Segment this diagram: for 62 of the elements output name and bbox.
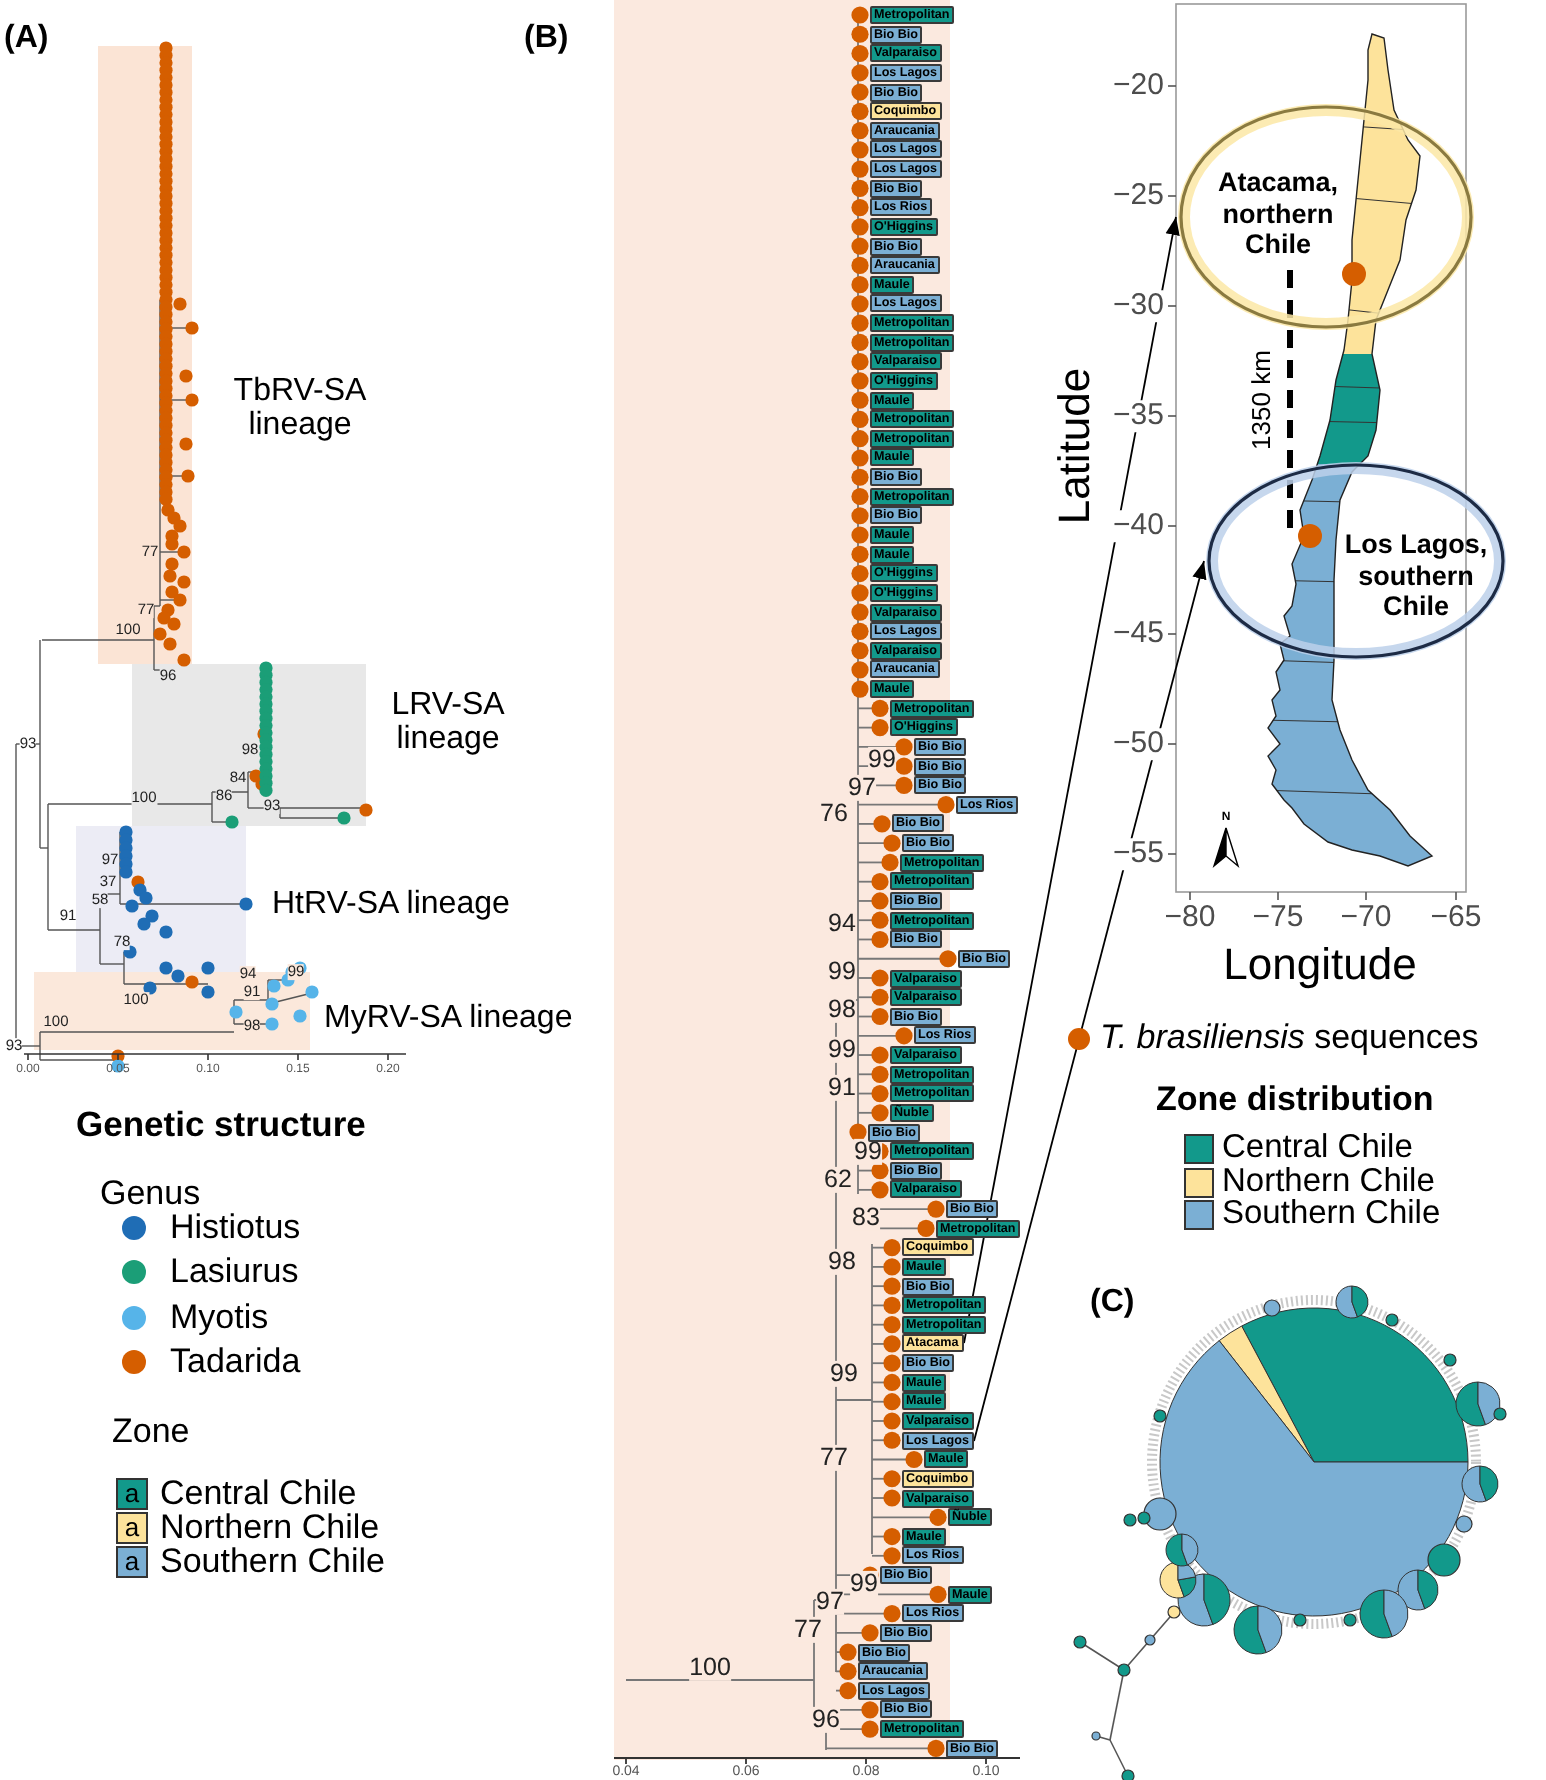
tick-label: −80 [1164, 902, 1216, 934]
tick-label: −30 [1113, 290, 1164, 322]
bootstrap-value: 77 [820, 1444, 848, 1472]
arrow [963, 216, 1180, 1344]
region-ellipse [1204, 460, 1508, 662]
bootstrap-value: 99 [868, 746, 896, 774]
region-ellipse [1176, 102, 1476, 332]
legend-title: Genus [100, 1176, 201, 1212]
bootstrap-value: 97 [816, 1588, 844, 1616]
legend-label: Histiotus [170, 1210, 301, 1246]
tick-label: −50 [1113, 728, 1164, 760]
panel-label: (A) [4, 23, 49, 57]
bootstrap-value: 83 [852, 1204, 880, 1232]
axis-title: Longitude [1223, 940, 1417, 988]
bootstrap-value: 94 [828, 910, 856, 938]
bootstrap-value: 96 [812, 1706, 840, 1734]
bootstrap-value: 99 [854, 1138, 882, 1166]
lineage-label: LRV-SA lineage [389, 690, 507, 758]
bootstrap-value: 76 [820, 800, 848, 828]
bootstrap-value: 62 [824, 1166, 852, 1194]
legend-label: Central Chile [160, 1476, 357, 1512]
legend-label: Southern Chile [1222, 1196, 1441, 1232]
bootstrap-value: 98 [828, 1248, 856, 1276]
bootstrap-value: 100 [689, 1654, 731, 1682]
legend-title: Genetic structure [76, 1105, 366, 1143]
legend-label: Lasiurus [170, 1254, 299, 1290]
bootstrap-value: 77 [794, 1616, 822, 1644]
tick-label: −75 [1252, 902, 1304, 934]
bootstrap-value: 99 [850, 1570, 878, 1598]
arrow [973, 560, 1207, 1442]
lineage-label: HtRV-SA lineage [272, 889, 510, 923]
legend-title: Zone distribution [1156, 1082, 1434, 1118]
lineage-label: TbRV-SA lineage [231, 376, 369, 444]
tick-label: −55 [1113, 838, 1164, 870]
legend-label: Southern Chile [160, 1544, 385, 1580]
bootstrap-value: 97 [848, 774, 876, 802]
bootstrap-value: 99 [828, 958, 856, 986]
legend-label: Northern Chile [160, 1510, 380, 1546]
panel-label: (C) [1090, 1287, 1135, 1321]
legend-label: Northern Chile [1222, 1164, 1435, 1199]
region-label: Atacama, northern Chile [1215, 167, 1341, 261]
panel-label: (B) [524, 23, 569, 57]
tick-label: −40 [1113, 510, 1164, 542]
tick-label: −65 [1430, 902, 1482, 934]
legend-label: Tadarida [170, 1344, 301, 1380]
legend-label: T. brasiliensis sequences [1100, 1020, 1479, 1056]
legend-label: Central Chile [1222, 1130, 1413, 1166]
legend-key: a [116, 1512, 148, 1544]
bootstrap-value: 99 [828, 1036, 856, 1064]
tick-label: −35 [1113, 400, 1164, 432]
tick-label: −70 [1340, 902, 1392, 934]
distance-label: 1350 km [1248, 350, 1276, 450]
axis-title: Latitude [1050, 367, 1098, 525]
region-label: Los Lagos, southern Chile [1342, 529, 1490, 623]
bootstrap-value: 99 [830, 1360, 858, 1388]
legend-label: Myotis [170, 1300, 269, 1336]
legend-key: a [116, 1478, 148, 1510]
bootstrap-value: 98 [828, 996, 856, 1024]
legend-title: Zone [112, 1414, 190, 1450]
lineage-label: MyRV-SA lineage [324, 1003, 573, 1037]
legend-key: a [116, 1546, 148, 1578]
bootstrap-value: 91 [828, 1074, 856, 1102]
